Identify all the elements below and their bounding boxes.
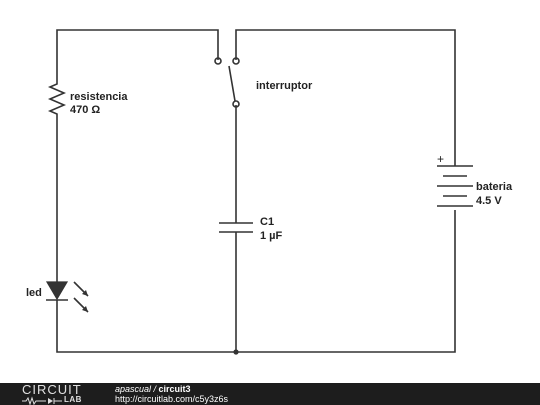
resistor-logo-icon [22,396,62,405]
circuit-schematic: resistencia 470 Ω interruptor C1 1 µF + [26,29,513,355]
battery-name: bateria [476,181,513,193]
switch-lever [228,65,236,102]
wire-left-top [56,29,219,80]
capacitor-name: C1 [260,216,274,228]
battery-polarity: + [437,152,444,166]
led-name: led [26,287,42,299]
junction-node [233,349,239,355]
resistor[interactable]: resistencia 470 Ω [47,80,128,118]
footer-title-line: apascual / circuit3 [115,384,228,394]
switch[interactable]: interruptor [214,57,313,108]
circuitlab-logo[interactable]: CIRCUIT LAB [22,382,94,405]
logo-text-lab: LAB [64,395,82,404]
led-triangle [45,281,69,301]
resistor-value: 470 Ω [70,104,100,116]
circuit-name: circuit3 [158,384,191,394]
title-separator: / [151,384,159,394]
switch-terminal-bottom [232,100,240,108]
wires [56,29,456,355]
resistor-zigzag [47,80,67,118]
battery-value: 4.5 V [476,195,502,207]
wire-left-bottom [56,300,236,353]
logo-text-circuit: CIRCUIT [22,382,82,397]
circuit-url-link[interactable]: http://circuitlab.com/c5y3z6s [115,394,229,404]
battery[interactable]: + bateria 4.5 V [437,152,513,207]
led-light-arrows-icon [73,281,89,313]
switch-name: interruptor [256,80,313,92]
wire-battery-bottom [236,210,456,353]
capacitor[interactable]: C1 1 µF [219,216,283,242]
capacitor-value: 1 µF [260,230,283,242]
author-link[interactable]: apascual [115,384,152,394]
switch-terminal-left [214,57,222,65]
switch-terminal-top [232,57,240,65]
footer-bar: CIRCUIT LAB apascual / circuit3 http://c… [0,383,540,405]
wire-switch-right [235,29,456,166]
footer-info: apascual / circuit3 http://circuitlab.co… [115,384,228,404]
led[interactable]: led [26,281,89,313]
resistor-name: resistencia [70,91,128,103]
